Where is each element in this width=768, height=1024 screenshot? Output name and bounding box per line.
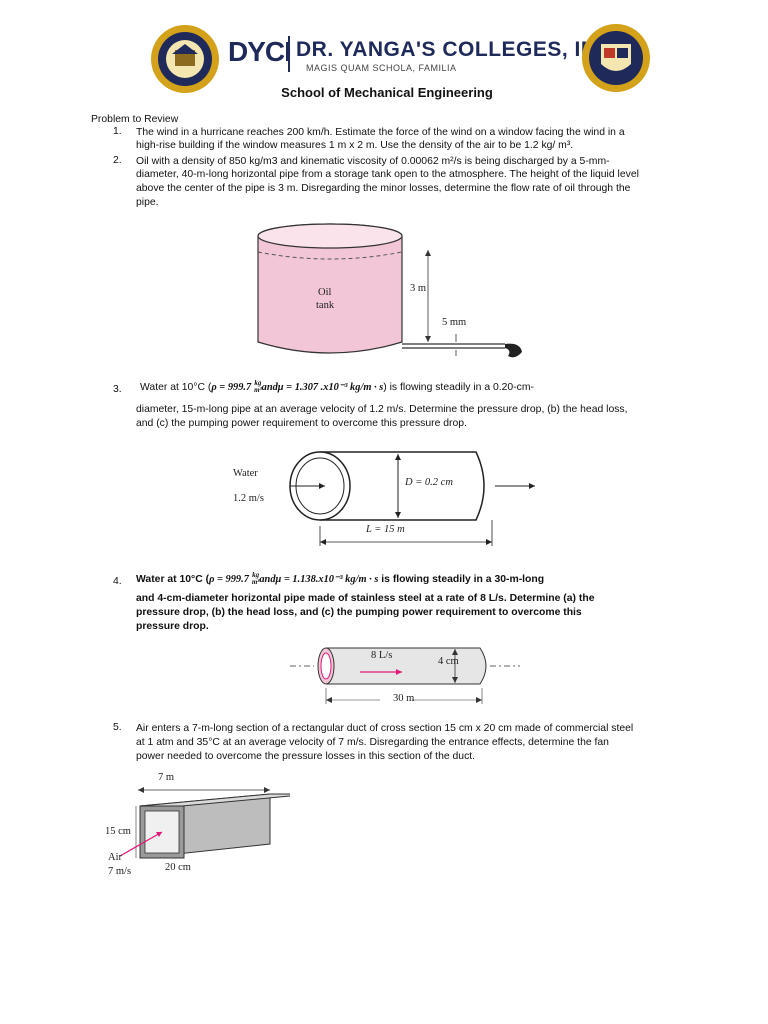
diameter-label: 5 mm	[442, 317, 467, 328]
problem-text-line: Oil with a density of 850 kg/m3 and kine…	[136, 156, 610, 167]
problem-number: 4.	[113, 576, 122, 587]
length-label: L = 15 m	[366, 524, 405, 535]
problem-text-line: Air enters a 7-m-long section of a recta…	[136, 723, 634, 734]
diameter-label: 4 cm	[438, 656, 459, 667]
horizontal-pipe-figure	[290, 647, 520, 704]
problem-text-line: above the center of the pipe is 3 m. Dis…	[136, 183, 631, 194]
right-seal	[581, 22, 651, 94]
suffix-text: is flowing steadily in a 30-m-long	[381, 573, 545, 585]
school-title: School of Mechanical Engineering	[281, 85, 493, 100]
problem-text-line: and 4-cm-diameter horizontal pipe made o…	[136, 593, 595, 604]
problem-text-line: diameter, 15-m-long pipe at an average v…	[136, 404, 628, 415]
problem-text-line: The wind in a hurricane reaches 200 km/h…	[136, 127, 625, 138]
problem-number: 1.	[113, 126, 122, 137]
college-motto: MAGIS QUAM SCHOLA, FAMILIA	[306, 63, 457, 73]
tank-label-tank: tank	[316, 300, 335, 311]
problem-number: 5.	[113, 722, 122, 733]
problem-text-line: at 1 atm and 35°C at an average velocity…	[136, 737, 609, 748]
units-den: m³	[251, 578, 260, 586]
section-title: Problem to Review	[91, 114, 179, 125]
length-label: 7 m	[158, 772, 175, 783]
tank-label-oil: Oil	[318, 287, 332, 298]
length-label: 30 m	[393, 693, 415, 704]
prefix-text: Water at 10°C (	[140, 381, 212, 393]
logo-divider	[288, 36, 290, 72]
density-expr: ρ = 999.7	[209, 573, 249, 585]
units-num: kg	[254, 379, 262, 387]
prefix-text: Water at 10°C (	[136, 573, 210, 585]
problem-number: 3.	[113, 384, 122, 395]
problem-text-line: pressure drop.	[136, 621, 209, 632]
height-label: 15 cm	[105, 826, 131, 837]
fluid-label: Water	[233, 468, 258, 479]
college-name: DR. YANGA'S COLLEGES, INC.	[296, 38, 619, 61]
dyci-logo: DYCI	[228, 36, 292, 67]
viscosity-expr: andμ = 1.307 .x10⁻³ kg/m · s	[261, 381, 384, 393]
diameter-label: D = 0.2 cm	[405, 477, 453, 488]
problem-text-line: and (c) the pumping power requirement to…	[136, 418, 467, 429]
air-label: Air	[108, 852, 122, 863]
left-seal	[150, 24, 220, 94]
units-den: m³	[254, 386, 262, 394]
height-label: 3 m	[410, 283, 427, 294]
problem-text-line: pipe.	[136, 197, 159, 208]
flow-label: 8 L/s	[371, 650, 393, 661]
problem-text-line: pressure drop, (b) the head loss, and (c…	[136, 607, 582, 618]
oil-tank-figure	[257, 223, 522, 358]
problem-number: 2.	[113, 155, 122, 166]
width-label: 20 cm	[165, 862, 191, 873]
velocity-label: 7 m/s	[108, 866, 132, 877]
units-num: kg	[252, 571, 260, 579]
pipe-figure	[289, 451, 535, 546]
viscosity-expr: andμ = 1.138.x10⁻³ kg/m · s	[259, 573, 379, 585]
problem-text-line: power needed to overcome the pressure lo…	[136, 751, 476, 762]
velocity-label: 1.2 m/s	[233, 493, 264, 504]
suffix-text: ) is flowing steadily in a 0.20-cm-	[383, 381, 534, 393]
density-expr: ρ = 999.7	[211, 381, 252, 393]
problem-text-line: high-rise building if the window measure…	[136, 140, 574, 151]
problem-text-line: diameter, 40-m-long horizontal pipe from…	[136, 169, 639, 180]
rectangular-duct-figure	[119, 787, 290, 859]
